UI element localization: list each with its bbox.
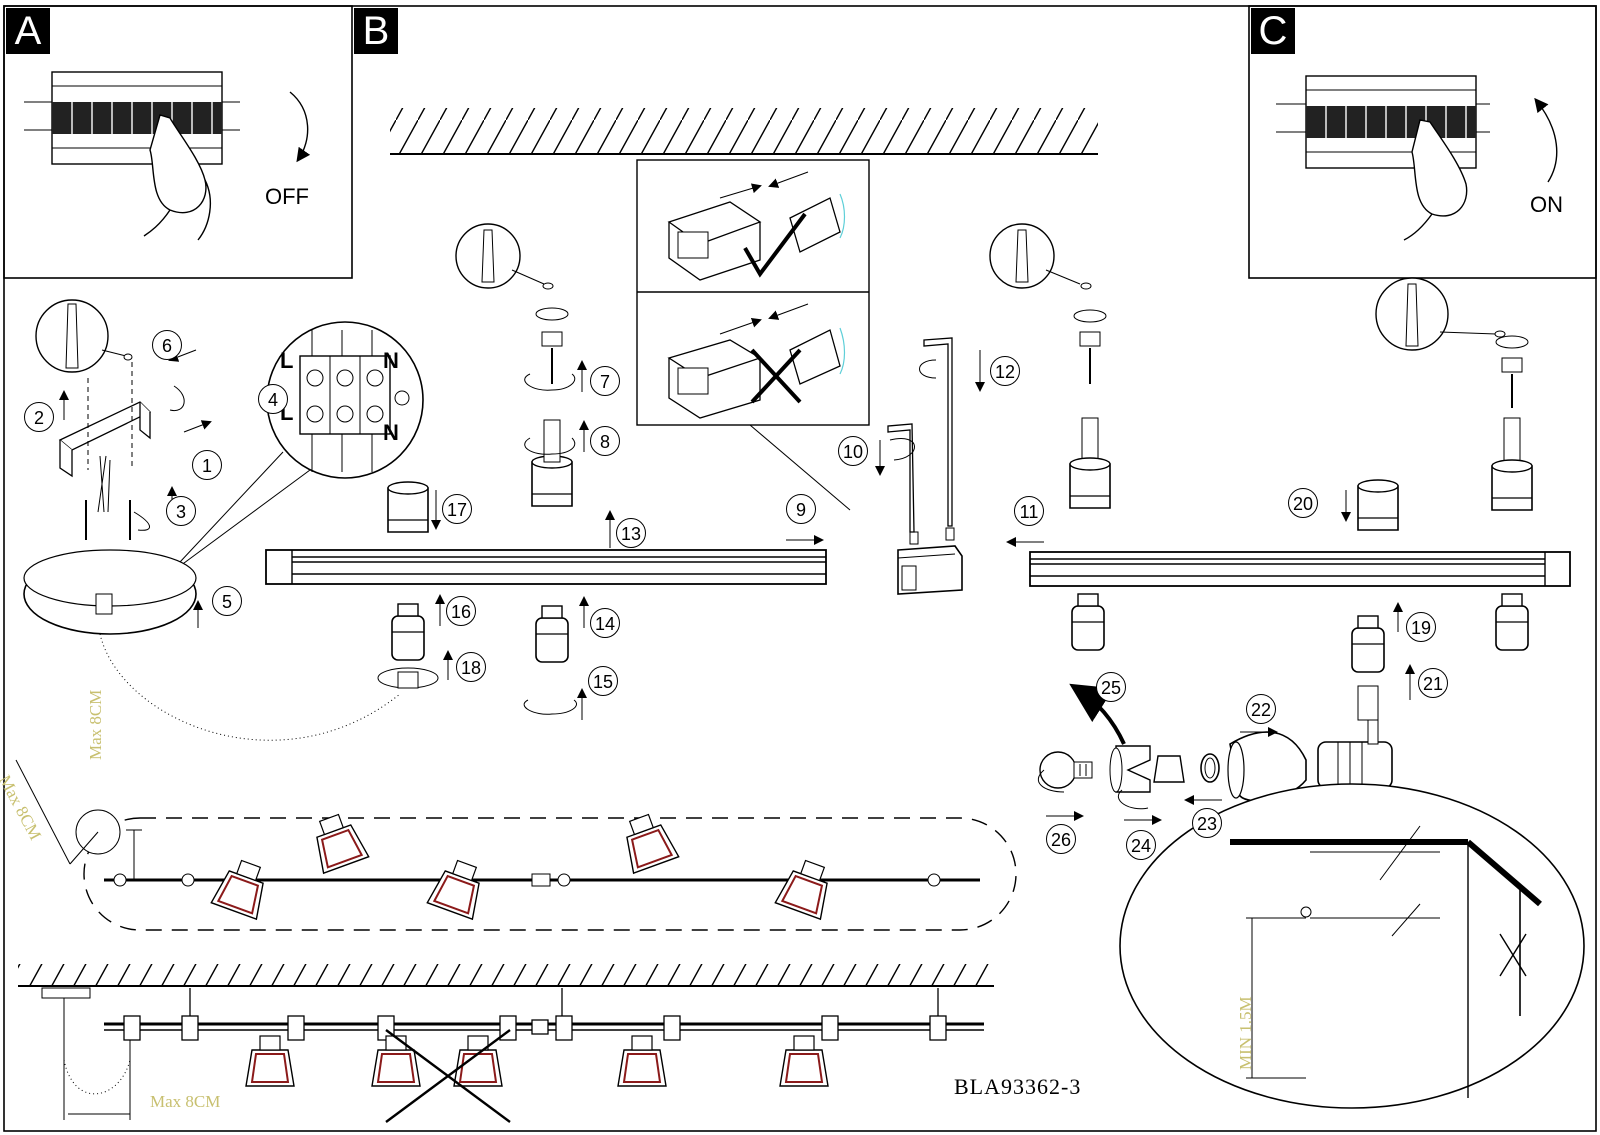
track-rail-left bbox=[265, 549, 827, 585]
anchor-callouts bbox=[387, 223, 1533, 548]
breaker-panel-a-illustration bbox=[24, 71, 311, 241]
dimension-min-height: MIN 1.5M bbox=[1236, 996, 1255, 1070]
dimension-max-vertical: Max 8CM bbox=[86, 689, 105, 760]
step-20: 20 bbox=[1288, 488, 1318, 518]
step-21: 21 bbox=[1418, 668, 1448, 698]
track-rail-right bbox=[1029, 551, 1571, 587]
switch-state-on: ON bbox=[1530, 192, 1563, 217]
step-25: 25 bbox=[1096, 672, 1126, 702]
step-17: 17 bbox=[442, 494, 472, 524]
terminal-block-magnified bbox=[179, 321, 424, 567]
panel-letter-a: A bbox=[6, 8, 50, 54]
panel-c-frame bbox=[1248, 5, 1597, 279]
sheet-border bbox=[3, 5, 1597, 1132]
step-19: 19 bbox=[1406, 612, 1436, 642]
breaker-panel-c-illustration bbox=[1276, 75, 1558, 241]
ceiling-bracket-assembly bbox=[23, 299, 401, 741]
step-12: 12 bbox=[990, 356, 1020, 386]
terminal-label-l-top: L bbox=[280, 348, 293, 373]
step-16: 16 bbox=[446, 596, 476, 626]
step-15: 15 bbox=[588, 666, 618, 696]
track-layout-top-view bbox=[15, 759, 1017, 931]
step-9: 9 bbox=[786, 494, 816, 524]
panel-letter-c: C bbox=[1251, 8, 1295, 54]
step-2: 2 bbox=[24, 402, 54, 432]
spot-heads bbox=[377, 593, 1529, 789]
step-8: 8 bbox=[590, 426, 620, 456]
step-11: 11 bbox=[1014, 496, 1044, 526]
step-7: 7 bbox=[590, 366, 620, 396]
step-1: 1 bbox=[192, 450, 222, 480]
terminal-label-n-top: N bbox=[383, 348, 399, 373]
connector-inset bbox=[636, 159, 870, 511]
panel-letter-b: B bbox=[354, 8, 398, 54]
terminal-label-n-bottom: N bbox=[383, 420, 399, 445]
step-22: 22 bbox=[1246, 694, 1276, 724]
step-24: 24 bbox=[1126, 830, 1156, 860]
step-13: 13 bbox=[616, 518, 646, 548]
model-code: BLA93362-3 bbox=[954, 1074, 1082, 1099]
step-26: 26 bbox=[1046, 824, 1076, 854]
step-18: 18 bbox=[456, 652, 486, 682]
panel-a-frame bbox=[3, 5, 353, 279]
step-5: 5 bbox=[212, 586, 242, 616]
step-3: 3 bbox=[166, 496, 196, 526]
step-23: 23 bbox=[1192, 808, 1222, 838]
room-view-ellipse bbox=[1119, 783, 1585, 1109]
connector-block bbox=[786, 337, 1044, 595]
track-layout-side-view bbox=[18, 964, 994, 1123]
ceiling-hatch bbox=[390, 108, 1098, 154]
dimension-max-horizontal: Max 8CM bbox=[150, 1092, 221, 1111]
lamp-exploded bbox=[1037, 683, 1307, 825]
step-10: 10 bbox=[838, 436, 868, 466]
step-14: 14 bbox=[590, 608, 620, 638]
step-4: 4 bbox=[258, 384, 288, 414]
step-6: 6 bbox=[152, 330, 182, 360]
switch-state-off: OFF bbox=[265, 184, 309, 209]
